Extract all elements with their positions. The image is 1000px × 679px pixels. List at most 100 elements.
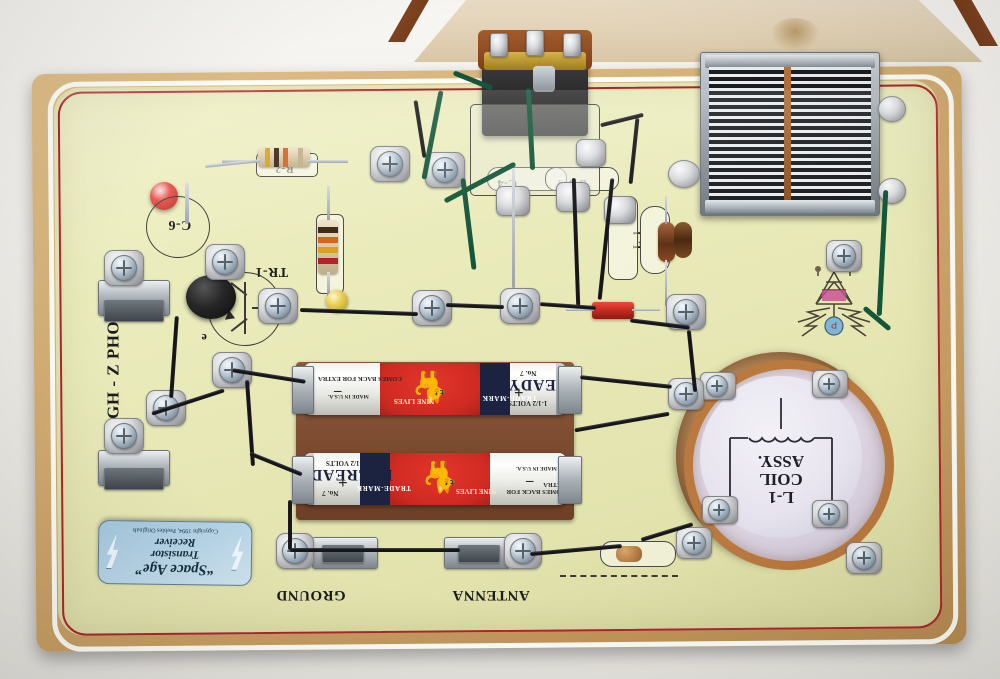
svg-text:L-1: L-1 xyxy=(768,488,794,507)
battery-upper: 🐈 EVEREADY TRADE-MARK NINE LIVES No. 7 1… xyxy=(304,363,566,415)
tuning-cap-rotor-shaft xyxy=(783,67,791,201)
battery-upper-fineprint: COMES BACK FOR EXTRA xyxy=(318,375,402,382)
bottom-trimmer-cap xyxy=(616,546,642,562)
battery-clip-upper-right[interactable] xyxy=(558,366,582,414)
resistor-v-band-2 xyxy=(318,237,338,243)
resistor-vertical-lead-top xyxy=(327,186,330,222)
resistor-band-3 xyxy=(283,148,288,167)
transistor-pin-e: e xyxy=(201,331,207,345)
solder-screw-l[interactable] xyxy=(852,546,876,570)
c6-symbol-circle xyxy=(146,196,210,258)
resistor-band-2 xyxy=(274,148,279,167)
battery-lower-trademark: TRADE-MARK xyxy=(356,484,411,492)
battery-upper-navy-band xyxy=(480,363,510,415)
nameplate-title: “Space Age” xyxy=(135,560,215,578)
resistor-c3-lead-top xyxy=(665,196,668,224)
battery-lower-navy-band xyxy=(360,453,390,505)
wire-black-battery-ground xyxy=(288,500,292,550)
phone-jack-lower-screw[interactable] xyxy=(111,423,137,449)
transistor-tr1-body xyxy=(186,275,236,319)
coil-screw-bottom-right[interactable] xyxy=(818,503,840,525)
nameplate: “Space Age” Transistor Receiver Copyrigh… xyxy=(97,519,253,587)
battery-clip-upper-left[interactable] xyxy=(292,366,314,414)
battery-lower-cat-logo: 🐈 xyxy=(422,460,460,493)
solder-lug-q[interactable] xyxy=(576,139,606,167)
tuning-cap-solder-lug-right[interactable] xyxy=(878,96,906,122)
battery-lower-red-band xyxy=(390,453,490,505)
top-cap-terminal-3[interactable] xyxy=(563,33,581,57)
battery-lower-origin: MADE IN U.S.A. xyxy=(516,465,557,471)
battery-lower-minus: – xyxy=(526,473,534,489)
bare-wire-vertical-right xyxy=(512,168,515,288)
svg-text:ASSY.: ASSY. xyxy=(758,452,804,471)
tuning-cap-bottom-rail xyxy=(705,200,875,213)
battery-clip-lower-right[interactable] xyxy=(558,456,582,504)
solder-screw-k[interactable] xyxy=(832,244,856,268)
top-ceramic-cap xyxy=(533,66,555,92)
nameplate-copyright: Copyright 1994, Peebles Originals xyxy=(132,526,219,535)
battery-clip-lower-left[interactable] xyxy=(292,456,314,504)
phone-jack-upper-screw[interactable] xyxy=(111,255,137,281)
solder-screw-m[interactable] xyxy=(682,531,706,555)
resistor-v-band-4 xyxy=(318,258,338,264)
battery-lower: 🐈 EVEREADY TRADE-MARK NINE LIVES No. 7 1… xyxy=(304,453,566,505)
battery-upper-red-band xyxy=(380,363,480,415)
l1-coil-schematic: L-1 COIL ASSY. xyxy=(729,398,833,512)
solder-screw-a[interactable] xyxy=(377,151,403,177)
variable-tuning-capacitor[interactable] xyxy=(700,52,880,216)
resistor-vertical-lead-bottom xyxy=(327,272,330,298)
resistor-horizontal-lead-right xyxy=(308,160,348,163)
label-antenna: ANTENNA xyxy=(452,587,530,603)
solder-screw-f[interactable] xyxy=(507,293,533,319)
resistor-vertical xyxy=(318,220,338,274)
nameplate-sub2: Receiver xyxy=(154,535,196,549)
svg-text:P: P xyxy=(831,320,837,330)
svg-text:COIL: COIL xyxy=(759,470,802,489)
diode-lead-left xyxy=(566,309,594,312)
label-ground: GROUND xyxy=(276,587,346,603)
rear-panel-stain xyxy=(770,18,820,52)
phone-jack-lower-spring[interactable] xyxy=(104,468,164,490)
solder-screw-e[interactable] xyxy=(419,295,445,321)
resistor-c3-body xyxy=(658,222,675,262)
resistor-c3-lead-bottom xyxy=(665,260,668,306)
coil-screw-top-left[interactable] xyxy=(706,375,728,397)
battery-lower-plus: + xyxy=(338,473,348,492)
solder-screw-g[interactable] xyxy=(673,299,699,325)
solder-screw-b[interactable] xyxy=(432,157,458,183)
battery-lower-brand: EVEREADY xyxy=(304,466,393,483)
battery-upper-minus: – xyxy=(334,383,342,399)
coil-screw-top-right[interactable] xyxy=(818,373,840,395)
tuning-cap-plates xyxy=(709,67,871,201)
battery-upper-slogan: NINE LIVES xyxy=(394,397,435,405)
diode-lead-right xyxy=(632,309,660,312)
solder-screw-c[interactable] xyxy=(212,249,238,275)
resistor-band-4 xyxy=(298,148,303,167)
battery-upper-plus: + xyxy=(514,383,524,402)
top-capacitor-gold-band xyxy=(484,52,586,70)
battery-lower-size: No. 7 xyxy=(322,489,339,498)
top-cap-terminal-1[interactable] xyxy=(490,33,508,57)
antenna-tower-graphic: P xyxy=(797,264,871,337)
solder-screw-d[interactable] xyxy=(265,293,291,319)
top-cap-terminal-2[interactable] xyxy=(526,30,544,56)
phone-jack-upper-spring[interactable] xyxy=(104,300,164,322)
wire-black-ground-run xyxy=(290,548,460,552)
rear-wood-panel xyxy=(413,0,983,62)
germanium-diode xyxy=(592,302,634,319)
resistor-v-band-3 xyxy=(318,247,338,253)
capacitor-c3-axial xyxy=(674,222,692,258)
capacitor-small-ceramic xyxy=(326,290,348,312)
tuning-cap-solder-lug-left[interactable] xyxy=(668,160,700,188)
battery-lower-voltage: 1-1/2 VOLTS xyxy=(326,459,366,467)
nameplate-sub1: Transistor xyxy=(150,547,200,561)
resistor-band-1 xyxy=(265,148,270,167)
resistor-v-band-1 xyxy=(318,227,338,233)
battery-lower-slogan: NINE LIVES xyxy=(456,487,497,495)
antenna-terminal-spring[interactable] xyxy=(458,545,500,563)
transistor-symbol-base-bar xyxy=(244,282,246,334)
coil-screw-bottom-left[interactable] xyxy=(708,499,730,521)
bare-wire-mid xyxy=(185,182,189,224)
tuning-cap-top-rail xyxy=(705,55,875,68)
